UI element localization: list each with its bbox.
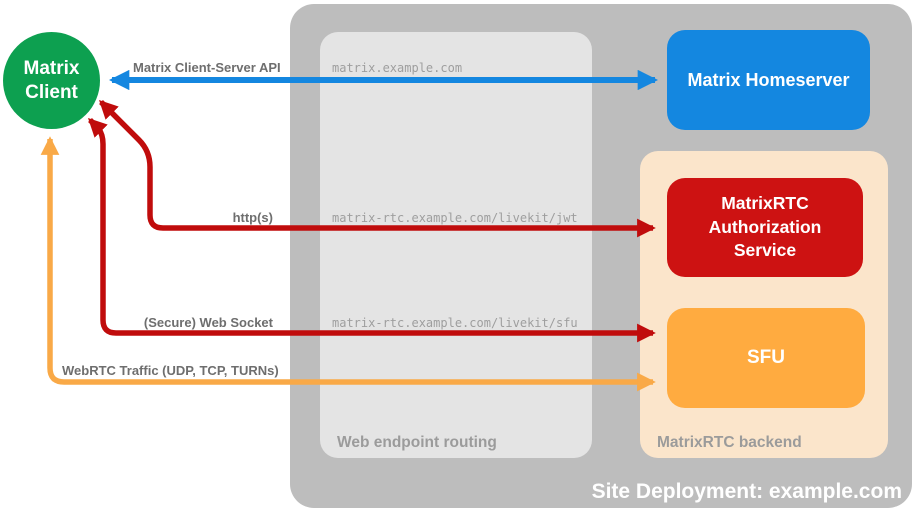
web-endpoint-routing-container: Web endpoint routing — [320, 32, 592, 458]
web-socket-label: (Secure) Web Socket — [143, 315, 273, 330]
matrixrtc-authorization-service-node: MatrixRTC Authorization Service — [667, 178, 863, 277]
endpoint-matrix: matrix.example.com — [332, 61, 463, 75]
matrix-client-node: Matrix Client — [3, 32, 100, 129]
matrix-client-label: Matrix Client — [23, 57, 80, 103]
endpoint-livekit-jwt: matrix-rtc.example.com/livekit/jwt — [332, 211, 578, 225]
client-server-api-label: Matrix Client-Server API — [133, 60, 281, 75]
matrixrtc-backend-label: MatrixRTC backend — [657, 434, 802, 451]
webrtc-traffic-label: WebRTC Traffic (UDP, TCP, TURNs) — [62, 363, 279, 378]
sfu-label: SFU — [747, 347, 785, 368]
matrix-homeserver-node: Matrix Homeserver — [667, 30, 870, 130]
matrixrtc-authorization-service-label: MatrixRTC Authorization Service — [708, 193, 822, 261]
endpoint-livekit-sfu: matrix-rtc.example.com/livekit/sfu — [332, 316, 578, 330]
sfu-node: SFU — [667, 308, 865, 408]
https-label: http(s) — [232, 210, 273, 225]
matrix-homeserver-label: Matrix Homeserver — [687, 69, 850, 90]
site-deployment-label: Site Deployment: example.com — [591, 480, 902, 503]
web-endpoint-routing-label: Web endpoint routing — [337, 434, 497, 451]
